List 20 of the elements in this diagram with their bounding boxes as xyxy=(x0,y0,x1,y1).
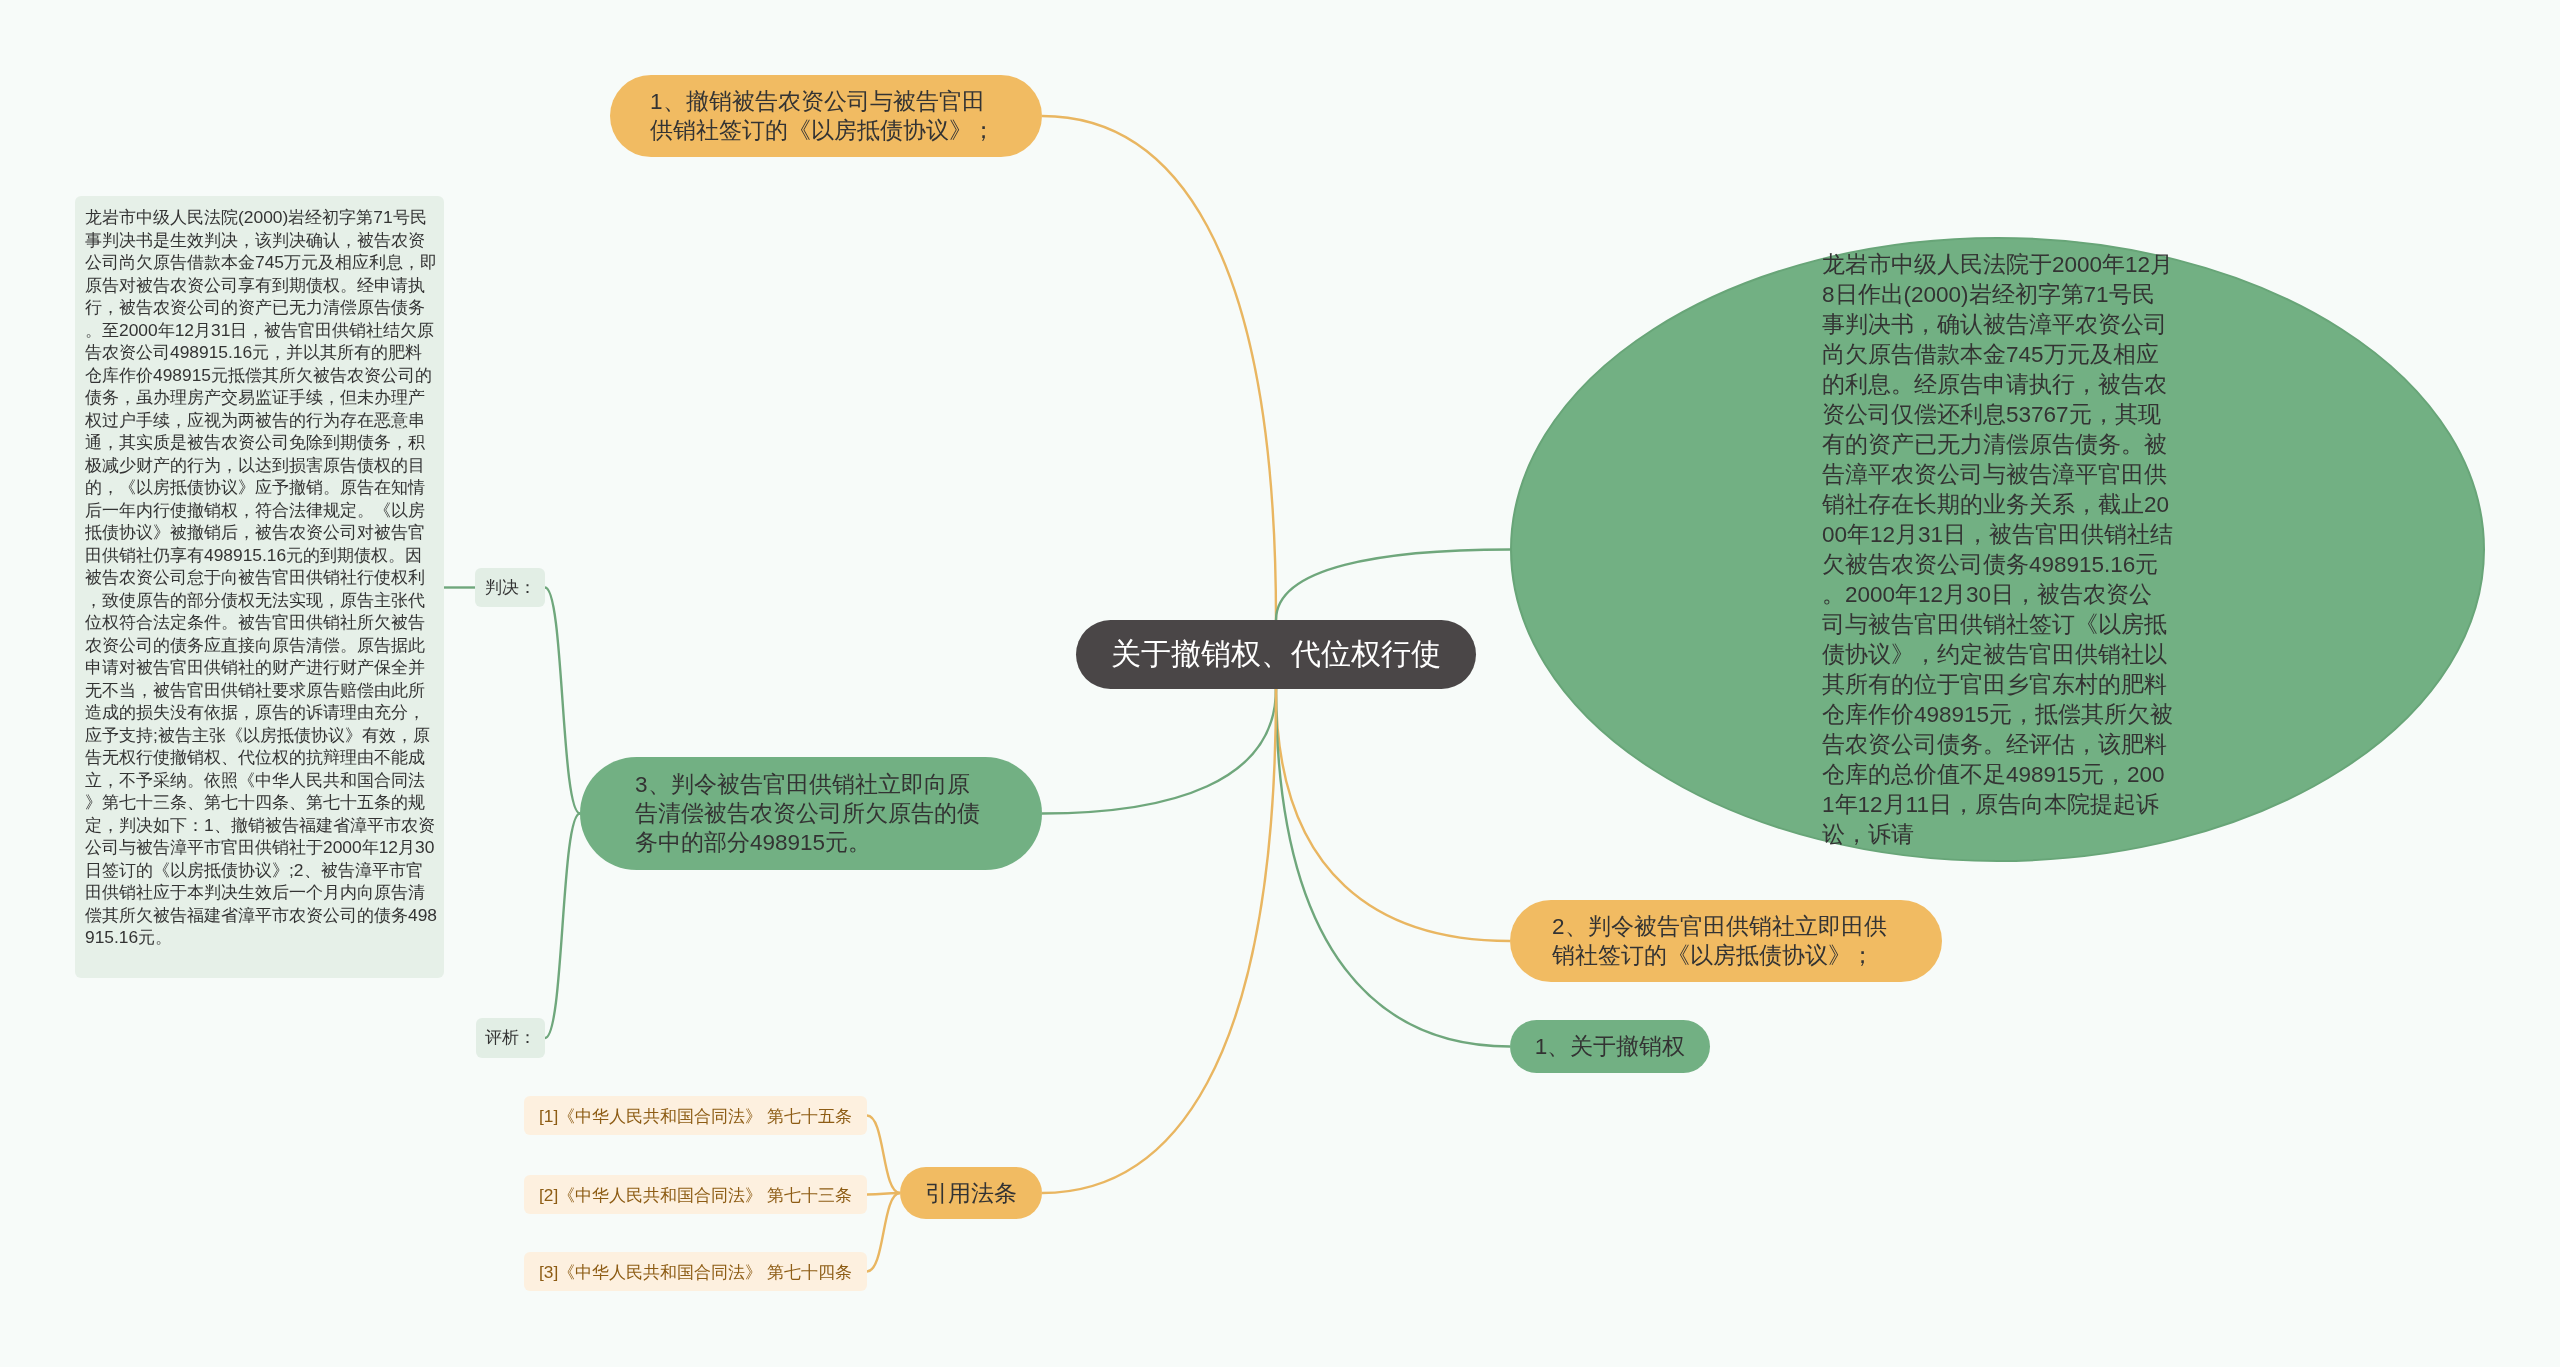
citation-box: [3]《中华人民共和国合同法》 第七十四条 xyxy=(524,1252,867,1291)
branch-box: 1、关于撤销权 xyxy=(1510,1020,1710,1073)
topic-box: 关于撤销权、代位权行使 xyxy=(1076,620,1476,689)
branch-box: 3、判令被告官田供销社立即向原告清偿被告农资公司所欠原告的债务中的部分498915元。 xyxy=(580,757,1042,870)
connector-line xyxy=(866,1114,901,1195)
citation-box: [2]《中华人民共和国合同法》 第七十三条 xyxy=(524,1175,867,1214)
label-box: 评析： xyxy=(476,1018,545,1058)
label-box: 判决： xyxy=(475,568,545,607)
connector-line xyxy=(866,1191,901,1273)
branch-box: 引用法条 xyxy=(900,1167,1042,1219)
connector-line xyxy=(444,586,475,589)
citation-box: [1]《中华人民共和国合同法》 第七十五条 xyxy=(524,1096,867,1135)
branch-box: 1、撤销被告农资公司与被告官田供销社签订的《以房抵债协议》； xyxy=(610,75,1042,157)
connector-line xyxy=(544,812,581,1039)
connector-line xyxy=(1274,548,1510,621)
text-ellipse: 龙岩市中级人民法院于2000年12月8日作出(2000)岩经初字第71号民事判决书，确认被告漳平农资公司尚欠原告借款本金745万元及相应的利息。经原告申请执行，被告农资公司仅偿还利息53767元，其现有的资产已无力清偿原告债务。被告漳平农资公司与被告漳平官田供销社存在长期的业务关系，截止2000年12月31日，被告官田供销社结欠被告农资公司债务498915.16元。2000年12月30日，被告农资公司与被告官田供销社签订《以房抵债协议》，约定被告官田供销社以其所有的位于官田乡官东村的肥料仓库作价498915元，抵偿其所欠被告农资公司债务。经评估，该肥料仓库的总价值不足498915元，2001年12月11日，原告向本院提起诉讼，诉请 xyxy=(1510,237,2485,862)
branch-box: 2、判令被告官田供销社立即田供销社签订的《以房抵债协议》； xyxy=(1510,900,1942,982)
note-box: 龙岩市中级人民法院(2000)岩经初字第71号民事判决书是生效判决，该判决确认，被告农资公司尚欠原告借款本金745万元及相应利息，即原告对被告农资公司享有到期债权。经申请执行，被告农资公司的资产已无力清偿原告债务。至2000年12月31日，被告官田供销社结欠原告农资公司498915.16元，并以其所有的肥料仓库作价498915元抵偿其所欠被告农资公司的债务，虽办理房产交易监证手续，但未办理产权过户手续，应视为两被告的行为存在恶意串通，其实质是被告农资公司免除到期债务，积极减少财产的行为，以达到损害原告债权的目的，《以房抵债协议》应予撤销。原告在知情后一年内行使撤销权，符合法律规定。《以房抵债协议》被撤销后，被告农资公司对被告官田供销社仍享有498915.16元的到期债权。因被告农资公司怠于向被告官田供销社行使权利，致使原告的部分债权无法实现，原告主张代位权符合法定条件。被告官田供销社所欠被告农资公司的债务应直接向原告清偿。原告据此申请对被告官田供销社的财产进行财产保全并无不当，被告官田供销社要求原告赔偿由此所造成的损失没有依据，原告的诉请理由充分，应予支持;被告主张《以房抵债协议》有效，原告无权行使撤销权、代位权的抗辩理由不能成立，不予采纳。依照《中华人民共和国合同法》第七十三条、第七十四条、第七十五条的规定，判决如下：1、撤销被告福建省漳平市农资公司与被告漳平市官田供销社于2000年12月30日签订的《以房抵债协议》;2、被告漳平市官田供销社应于本判决生效后一个月内向原告清偿其所欠被告福建省漳平市农资公司的债务498915.16元。 xyxy=(75,196,444,978)
connector-line xyxy=(544,586,581,815)
connector-line xyxy=(1041,688,1278,1195)
